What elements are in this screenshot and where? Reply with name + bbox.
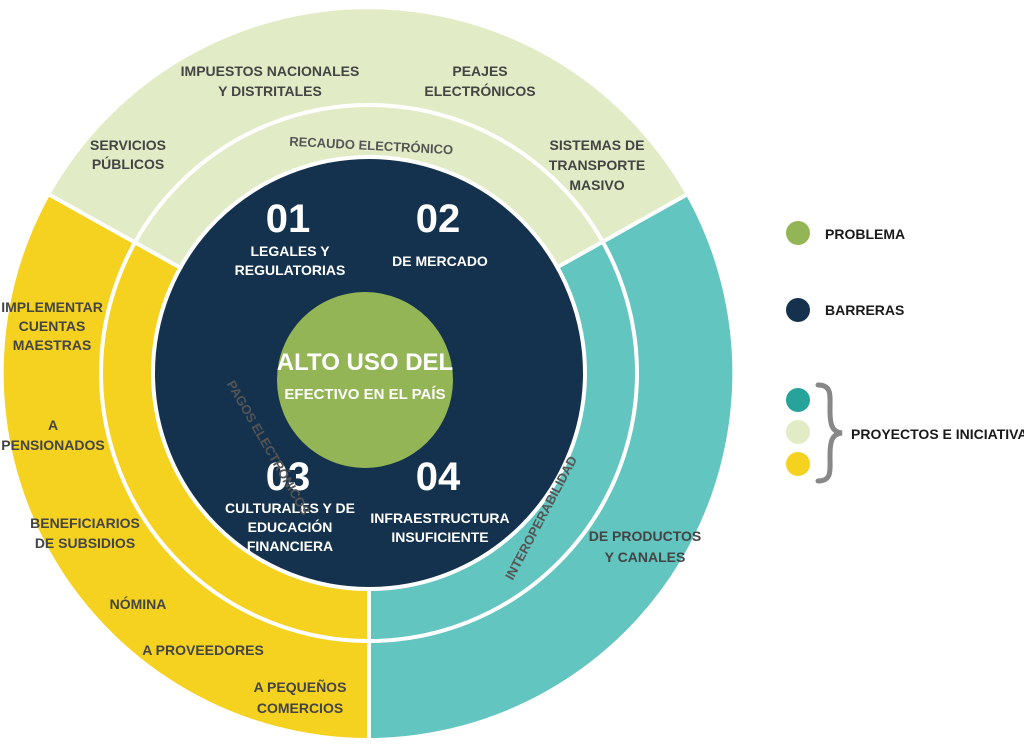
barrier-number: 01 [266,197,311,241]
item-label: MAESTRAS [13,337,92,353]
interop-item-productos: DE PRODUCTOS Y CANALES [589,528,702,565]
legend-label-barriers: BARRERAS [825,302,904,318]
item-label: PÚBLICOS [92,155,164,172]
center-title: ALTO USO DEL [277,349,453,376]
item-label: DE SUBSIDIOS [35,535,135,551]
barrier-label: INFRAESTRUCTURA [370,510,509,526]
item-label: A PROVEEDORES [142,642,264,658]
legend-swatch-yellow [786,452,810,476]
legend-label-projects: PROYECTOS E INICIATIVAS [851,426,1024,442]
legend-swatch-teal [786,388,810,412]
item-label: IMPUESTOS NACIONALES [181,63,360,79]
recaudo-item-servicios: SERVICIOS PÚBLICOS [90,137,166,172]
curly-brace-icon [815,382,843,484]
item-label: A PEQUEÑOS [254,678,347,695]
pagos-item-comercios: A PEQUEÑOS COMERCIOS [254,678,347,716]
barrier-label: CULTURALES Y DE [225,500,355,516]
pagos-item-pensionados: A PENSIONADOS [1,417,104,453]
barrier-03: 03 CULTURALES Y DE EDUCACIÓN FINANCIERA [225,455,355,554]
barrier-04: 04 INFRAESTRUCTURA INSUFICIENTE [370,455,509,545]
recaudo-item-peajes: PEAJES ELECTRÓNICOS [424,63,535,99]
pagos-item-cuentas: IMPLEMENTAR CUENTAS MAESTRAS [1,299,103,353]
barrier-label: LEGALES Y [250,243,330,259]
legend-swatch-barriers [786,298,810,322]
recaudo-item-transporte: SISTEMAS DE TRANSPORTE MASIVO [549,137,645,193]
barrier-02: 02 DE MERCADO [392,197,488,269]
item-label: DE PRODUCTOS [589,528,702,544]
item-label: NÓMINA [110,595,167,612]
recaudo-item-impuestos: IMPUESTOS NACIONALES Y DISTRITALES [181,63,360,99]
item-label: ELECTRÓNICOS [424,82,535,99]
barrier-01: 01 LEGALES Y REGULATORIAS [235,197,346,278]
legend-swatch-lightgreen [786,420,810,444]
pagos-item-nomina: NÓMINA [110,595,167,612]
item-label: Y CANALES [605,549,686,565]
item-label: SISTEMAS DE [550,137,645,153]
legend: PROBLEMA BARRERAS PROYECTOS E INICIATIVA… [786,221,1024,484]
center-subtitle: EFECTIVO EN EL PAÍS [284,386,445,403]
item-label: TRANSPORTE [549,157,645,173]
barrier-number: 03 [266,455,311,499]
legend-label-problem: PROBLEMA [825,226,905,242]
barrier-label: EDUCACIÓN [248,518,333,535]
middle-ring-border [99,103,639,643]
item-label: BENEFICIARIOS [30,515,140,531]
item-label: CUENTAS [19,318,86,334]
item-label: MASIVO [569,177,624,193]
pagos-item-subsidios: BENEFICIARIOS DE SUBSIDIOS [30,515,140,551]
item-label: A [48,417,58,433]
barrier-label: INSUFICIENTE [391,529,488,545]
barrier-label: REGULATORIAS [235,262,346,278]
problem-circle [277,292,453,468]
item-label: COMERCIOS [257,700,343,716]
barrier-number: 04 [416,455,461,499]
item-label: Y DISTRITALES [218,83,322,99]
pagos-item-proveedores: A PROVEEDORES [142,642,264,658]
barrier-label: FINANCIERA [247,538,333,554]
item-label: PEAJES [452,63,507,79]
barrier-label: DE MERCADO [392,253,488,269]
item-label: SERVICIOS [90,137,166,153]
barrier-number: 02 [416,197,461,241]
item-label: PENSIONADOS [1,437,104,453]
legend-swatch-problem [786,221,810,245]
item-label: IMPLEMENTAR [1,299,103,315]
